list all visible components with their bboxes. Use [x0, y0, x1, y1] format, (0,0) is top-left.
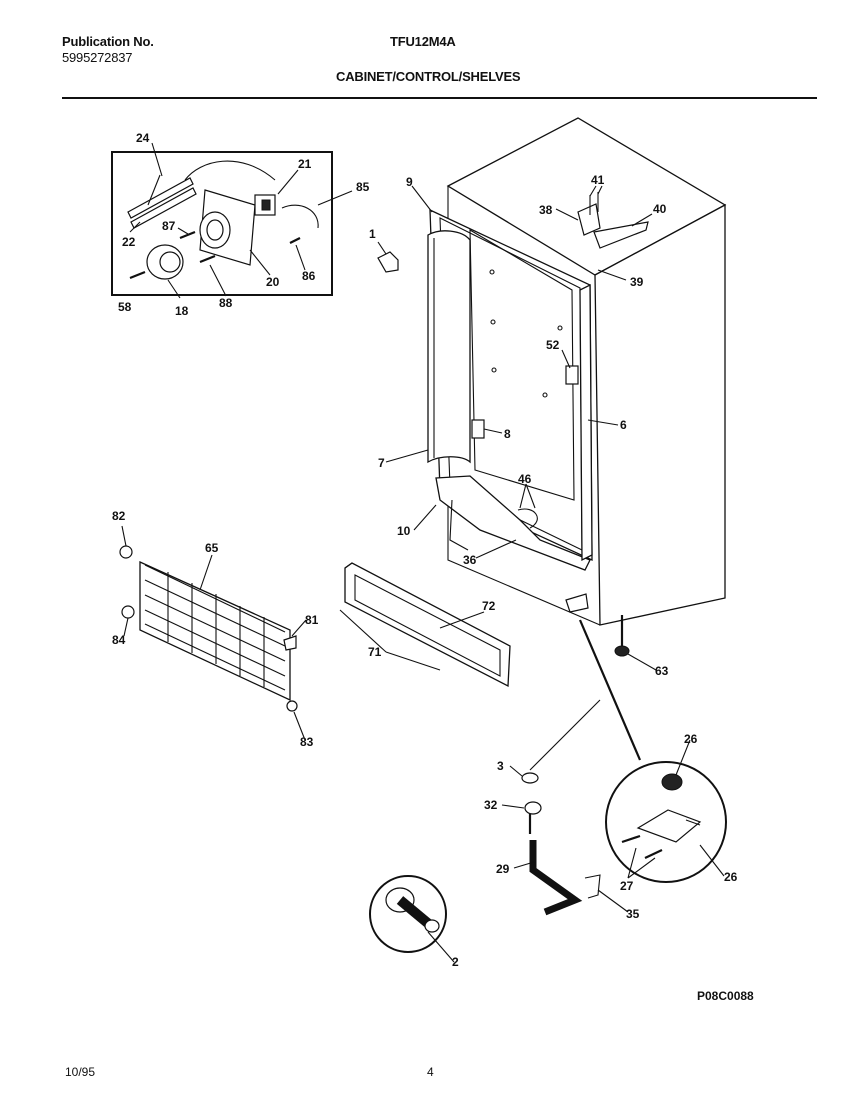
publication-number: 5995272837 [62, 50, 133, 65]
callout-1: 1 [369, 227, 376, 241]
callout-labels: 24 21 85 87 22 86 20 58 18 88 9 1 41 38 … [112, 131, 738, 969]
model-number: TFU12M4A [390, 34, 456, 49]
callout-88: 88 [219, 296, 233, 310]
drawing-code: P08C0088 [697, 989, 754, 1003]
callout-82: 82 [112, 509, 126, 523]
callout-18: 18 [175, 304, 189, 318]
callout-85: 85 [356, 180, 370, 194]
callout-3: 3 [497, 759, 504, 773]
callout-87: 87 [162, 219, 176, 233]
callout-65: 65 [205, 541, 219, 555]
callout-84: 84 [112, 633, 126, 647]
callout-72: 72 [482, 599, 496, 613]
callout-2: 2 [452, 955, 459, 969]
callout-7: 7 [378, 456, 385, 470]
callout-58: 58 [118, 300, 132, 314]
hinge-assembly [521, 619, 727, 916]
footer-date: 10/95 [65, 1065, 96, 1079]
callout-32: 32 [484, 798, 498, 812]
callout-27: 27 [620, 879, 634, 893]
callout-86: 86 [302, 269, 316, 283]
callout-22: 22 [122, 235, 136, 249]
callout-52: 52 [546, 338, 560, 352]
leader-lines [121, 142, 725, 963]
callout-40: 40 [653, 202, 667, 216]
page-number: 4 [427, 1065, 434, 1079]
callout-6: 6 [620, 418, 627, 432]
callout-9: 9 [406, 175, 413, 189]
callout-41: 41 [591, 173, 605, 187]
callout-21: 21 [298, 157, 312, 171]
callout-39: 39 [630, 275, 644, 289]
section-title: CABINET/CONTROL/SHELVES [336, 69, 521, 84]
header-divider [62, 97, 817, 99]
toe-grille [119, 545, 298, 712]
callout-83-grille: 83 [300, 735, 314, 749]
callout-26-top: 26 [684, 732, 698, 746]
kick-plate [344, 562, 511, 688]
callout-81: 81 [305, 613, 319, 627]
callout-46: 46 [518, 472, 532, 486]
callout-35: 35 [626, 907, 640, 921]
callout-26-bottom: 26 [724, 870, 738, 884]
callout-38-top: 38 [539, 203, 553, 217]
publication-label: Publication No. [62, 34, 154, 49]
cabinet-body [377, 117, 727, 657]
callout-29: 29 [496, 862, 510, 876]
callout-20: 20 [266, 275, 280, 289]
callout-24: 24 [136, 131, 150, 145]
control-inset [111, 151, 333, 296]
callout-36: 36 [463, 553, 477, 567]
callout-10: 10 [397, 524, 411, 538]
callout-8: 8 [504, 427, 511, 441]
callout-71: 71 [368, 645, 382, 659]
callout-63: 63 [655, 664, 669, 678]
fitting-detail [369, 875, 447, 953]
